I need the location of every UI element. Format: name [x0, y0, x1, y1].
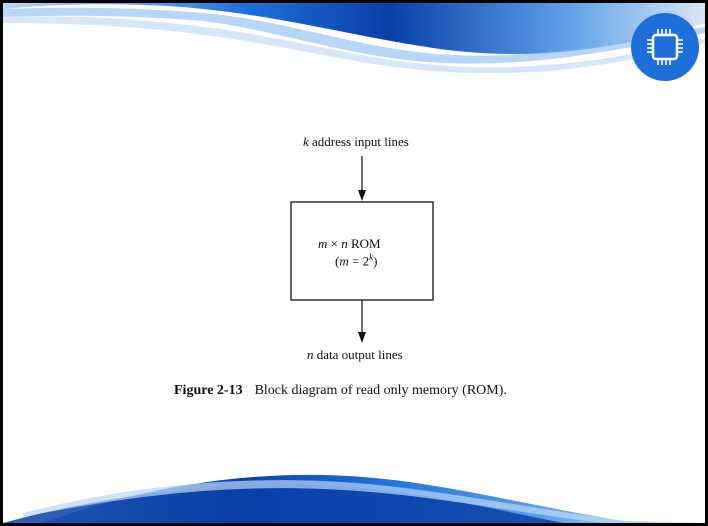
input-arrowhead	[358, 190, 366, 201]
bottom-wave-decoration	[3, 474, 705, 523]
slide: k address input lines m × n ROM (m = 2k)…	[3, 3, 705, 523]
output-arrowhead	[358, 332, 366, 343]
rom-size-label: m × n ROM	[318, 236, 381, 251]
figure-caption: Figure 2-13 Block diagram of read only me…	[174, 383, 507, 399]
data-output-label: n data output lines	[307, 347, 403, 362]
address-input-label: k address input lines	[303, 134, 409, 149]
figure-number: Figure 2-13	[174, 383, 243, 398]
rom-equation-label: (m = 2k)	[335, 252, 378, 269]
cpu-chip-icon	[631, 13, 699, 81]
top-wave-decoration	[3, 3, 705, 74]
figure-caption-text: Block diagram of read only memory (ROM).	[254, 383, 507, 398]
rom-block-diagram	[290, 156, 434, 343]
